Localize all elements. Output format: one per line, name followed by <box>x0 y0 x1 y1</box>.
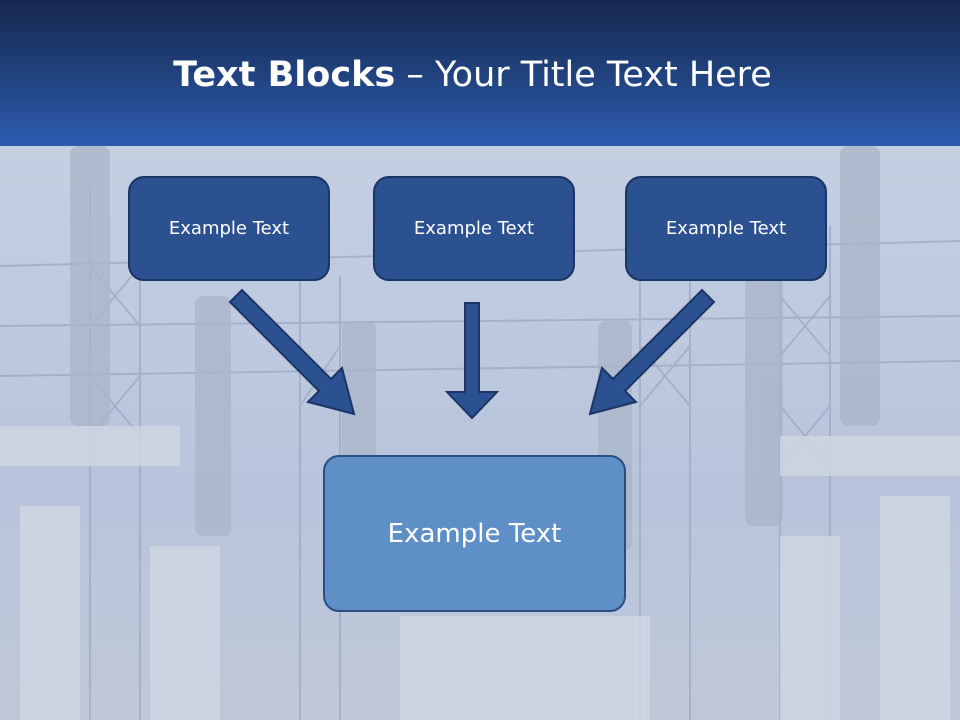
text-block-1[interactable]: Example Text <box>128 176 330 281</box>
title-bold: Text Blocks <box>173 55 396 95</box>
arrow-down-left-icon <box>588 288 716 416</box>
text-block-2[interactable]: Example Text <box>373 176 575 281</box>
slide-title: Text Blocks – Your Title Text Here <box>0 52 945 98</box>
title-bar: Text Blocks – Your Title Text Here <box>0 0 960 146</box>
main-text-block[interactable]: Example Text <box>323 455 626 612</box>
arrow-down-icon <box>444 302 500 420</box>
text-block-3[interactable]: Example Text <box>625 176 827 281</box>
title-rest: – Your Title Text Here <box>395 55 772 95</box>
arrow-down-right-icon <box>228 288 356 416</box>
